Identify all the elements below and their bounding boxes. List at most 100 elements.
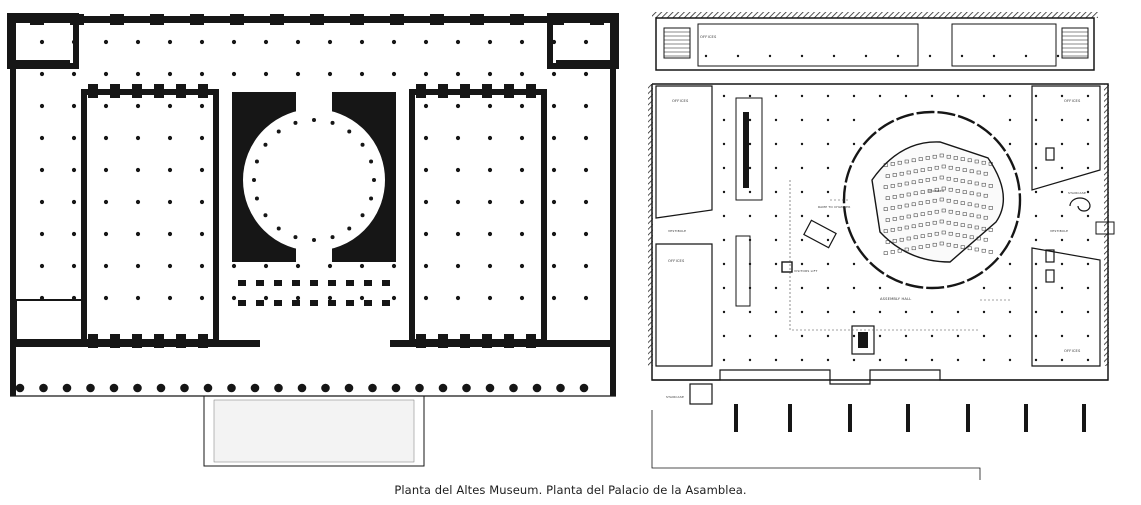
grid-dot — [800, 262, 804, 266]
column-dot — [583, 263, 589, 269]
column-dot — [103, 295, 109, 301]
grid-dot — [1086, 94, 1090, 98]
seat — [925, 156, 930, 160]
rotunda-column — [263, 213, 268, 218]
courtyard-pier — [504, 334, 514, 348]
pier — [390, 14, 404, 25]
column-dot — [455, 135, 461, 141]
column-dot — [167, 71, 173, 77]
grid-dot — [722, 94, 726, 98]
offices-block-north — [655, 17, 1095, 71]
column-dot — [103, 39, 109, 45]
front-column — [15, 383, 25, 393]
pier — [270, 14, 284, 25]
grid-dot — [1060, 94, 1064, 98]
rotunda-column — [252, 178, 256, 182]
seat — [911, 224, 916, 229]
column-dot — [135, 71, 141, 77]
grid-dot — [826, 334, 830, 338]
offices-wing-ne — [1031, 85, 1101, 191]
grid-dot — [864, 54, 868, 58]
column-dot — [359, 71, 365, 77]
front-column — [509, 383, 518, 393]
column-dot — [487, 231, 493, 237]
seat — [948, 231, 953, 236]
grid-dot — [774, 142, 778, 146]
rotunda-column — [360, 213, 365, 218]
seat — [925, 244, 930, 248]
seat — [948, 187, 953, 192]
grid-dot — [826, 358, 830, 362]
label-offices-e: OFFICES — [1064, 349, 1081, 353]
front-column — [579, 383, 589, 393]
grid-dot — [1008, 310, 1012, 314]
label-offices-ne: OFFICES — [1064, 99, 1081, 103]
front-column — [485, 383, 495, 393]
column-dot — [487, 167, 493, 173]
column-dot — [167, 263, 173, 269]
seat — [976, 192, 981, 197]
seat — [920, 234, 925, 238]
column-dot — [327, 71, 333, 77]
grid-dot — [748, 238, 752, 242]
grid-dot — [800, 334, 804, 338]
grid-dot — [826, 238, 830, 242]
seat — [885, 196, 890, 200]
seat — [981, 160, 986, 165]
seat — [911, 180, 916, 185]
rotunda-column — [312, 238, 316, 242]
seat — [960, 223, 965, 227]
column-dot — [39, 71, 45, 77]
grid-dot — [1034, 166, 1038, 170]
grid-dot — [774, 358, 778, 362]
grid-dot — [852, 334, 856, 338]
seat — [927, 189, 932, 193]
column-dot — [551, 167, 557, 173]
column-dot — [103, 103, 109, 109]
seat — [962, 212, 967, 216]
column-dot — [583, 295, 589, 301]
column-dot — [71, 231, 77, 237]
pier — [590, 14, 604, 25]
grid-dot — [748, 262, 752, 266]
lift-3 — [851, 325, 875, 355]
column-dot — [327, 39, 333, 45]
grid-dot — [800, 118, 804, 122]
seat — [983, 215, 988, 220]
seat — [939, 175, 944, 180]
grid-dot — [1086, 334, 1090, 338]
wall-west — [10, 16, 16, 396]
seat — [913, 213, 918, 218]
wall-east — [610, 16, 616, 396]
grid-dot — [956, 94, 960, 98]
grid-dot — [878, 334, 882, 338]
column-dot — [487, 135, 493, 141]
seat — [904, 203, 909, 208]
front-column — [39, 383, 48, 393]
pier — [30, 14, 44, 25]
column-dot — [551, 199, 557, 205]
seat — [904, 225, 909, 230]
grid-dot — [826, 166, 830, 170]
column-dot — [295, 71, 301, 77]
seat — [883, 163, 888, 167]
seat — [913, 235, 918, 240]
seat — [941, 164, 946, 169]
grid-dot — [1086, 166, 1090, 170]
grid-dot — [1034, 358, 1038, 362]
seat — [939, 153, 944, 158]
pier — [190, 14, 204, 25]
front-column — [227, 383, 236, 393]
grid-dot — [774, 94, 778, 98]
column-dot — [519, 103, 525, 109]
column-dot — [455, 263, 461, 269]
column-dot — [487, 39, 493, 45]
grid-dot — [748, 142, 752, 146]
courtyard-pier — [460, 84, 470, 98]
grid-dot — [800, 94, 804, 98]
grid-dot — [1060, 238, 1064, 242]
grid-dot — [982, 334, 986, 338]
inner-pier — [274, 280, 282, 286]
stair-nw — [663, 27, 691, 59]
grid-dot — [826, 286, 830, 290]
